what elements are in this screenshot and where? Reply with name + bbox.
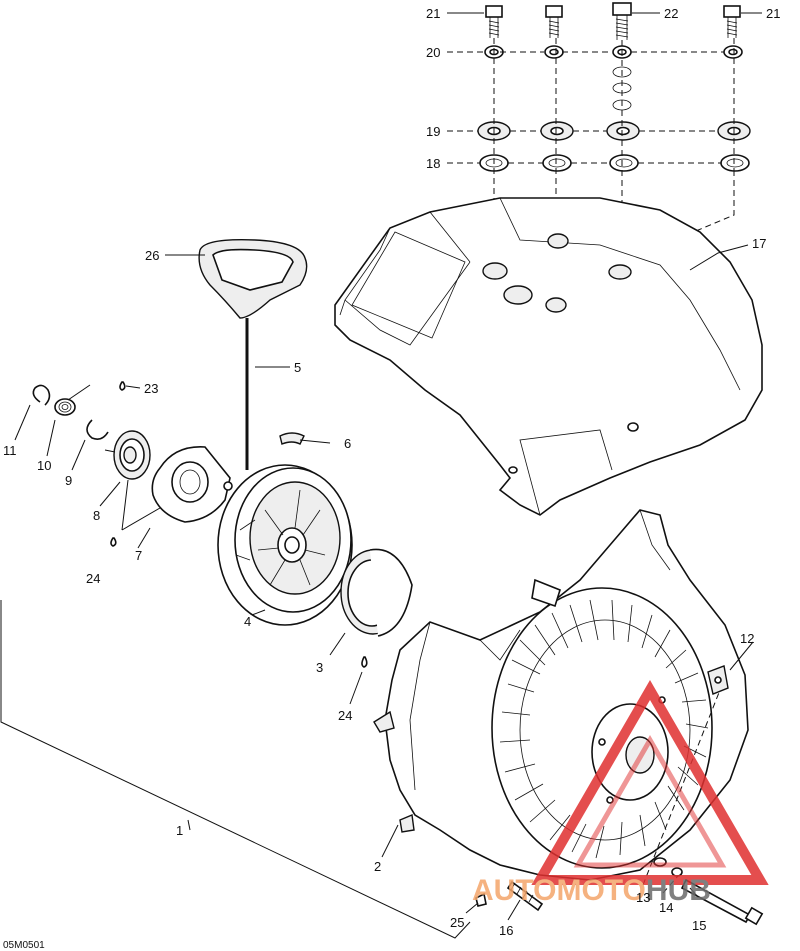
bolts-group bbox=[485, 2, 741, 40]
callout-5: 5 bbox=[294, 360, 301, 375]
callout-18: 18 bbox=[426, 156, 440, 171]
upper-cover bbox=[334, 197, 763, 516]
callout-15: 15 bbox=[692, 918, 706, 933]
callout-25: 25 bbox=[450, 915, 464, 930]
watermark: AUTOMOTOHUB bbox=[472, 680, 769, 907]
fan-housing bbox=[373, 509, 749, 881]
callout-24-right: 24 bbox=[338, 708, 352, 723]
bolt-16 bbox=[506, 880, 544, 912]
callout-7: 7 bbox=[135, 548, 142, 563]
callout-3: 3 bbox=[316, 660, 323, 675]
bolt-middle bbox=[545, 5, 563, 38]
bolt-15 bbox=[680, 878, 764, 926]
callout-9: 9 bbox=[65, 473, 72, 488]
callout-14: 14 bbox=[659, 900, 673, 915]
callout-8: 8 bbox=[93, 508, 100, 523]
bolt-21-right bbox=[723, 5, 741, 38]
callout-10: 10 bbox=[37, 458, 51, 473]
callout-19: 19 bbox=[426, 124, 440, 139]
watermark-text: AUTOMOTOHUB bbox=[472, 874, 711, 907]
callout-labels: 21 22 21 20 19 18 17 26 5 23 6 11 10 9 8… bbox=[3, 6, 780, 951]
callout-2: 2 bbox=[374, 859, 381, 874]
callout-22: 22 bbox=[664, 6, 678, 21]
callout-13: 13 bbox=[636, 890, 650, 905]
callout-17: 17 bbox=[752, 236, 766, 251]
bolt-21-left bbox=[485, 5, 503, 38]
leader-lines bbox=[0, 12, 762, 939]
callout-20: 20 bbox=[426, 45, 440, 60]
pawl-and-spring bbox=[279, 432, 413, 668]
starter-rope bbox=[245, 318, 251, 470]
callout-26: 26 bbox=[145, 248, 159, 263]
callout-24-left: 24 bbox=[86, 571, 100, 586]
small-parts bbox=[32, 381, 233, 547]
callout-11: 11 bbox=[3, 443, 17, 458]
bolt-22 bbox=[612, 2, 632, 40]
callout-23: 23 bbox=[144, 381, 158, 396]
callout-1: 1 bbox=[176, 823, 183, 838]
callout-4: 4 bbox=[244, 614, 251, 629]
callout-21-left: 21 bbox=[426, 6, 440, 21]
callout-12: 12 bbox=[740, 631, 754, 646]
bracket-and-bolts bbox=[475, 665, 764, 926]
rope-pulley bbox=[217, 464, 353, 626]
callout-16: 16 bbox=[499, 923, 513, 938]
starter-handle bbox=[198, 239, 308, 319]
diagram-code: 05M0501 bbox=[3, 940, 45, 951]
callout-21-right: 21 bbox=[766, 6, 780, 21]
watermark-triangle-icon bbox=[531, 680, 769, 885]
callout-6: 6 bbox=[344, 436, 351, 451]
washers-group bbox=[477, 38, 751, 300]
